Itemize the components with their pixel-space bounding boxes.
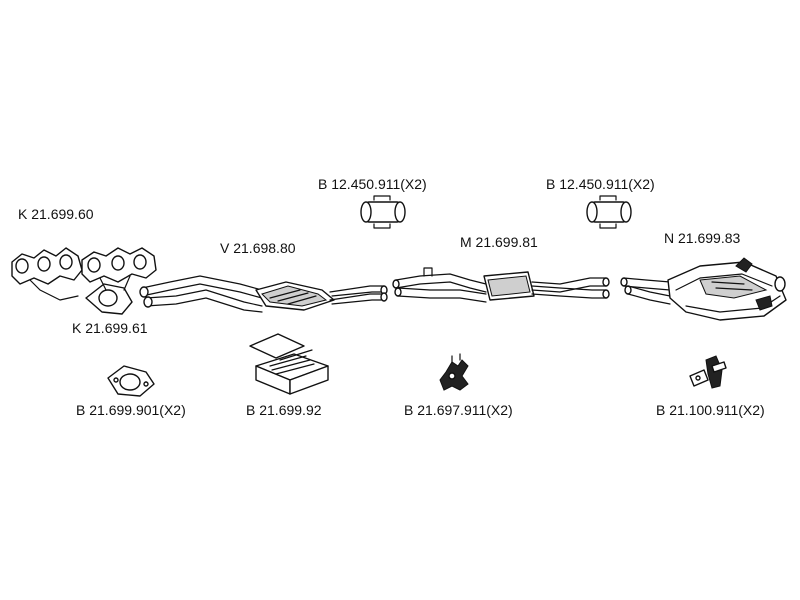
label-front-pipe: V 21.698.80 xyxy=(220,240,296,256)
label-bracket: B 21.100.911(X2) xyxy=(656,402,765,418)
front-pipe-drawing xyxy=(139,275,388,313)
exhaust-manifold-rear-drawing xyxy=(81,247,157,291)
label-middle-silencer: M 21.699.81 xyxy=(460,234,538,250)
bracket-drawing xyxy=(689,355,727,389)
label-rear-silencer: N 21.699.83 xyxy=(664,230,741,246)
label-exhaust-manifold-front: K 21.699.60 xyxy=(18,206,94,222)
label-gasket: B 21.699.901(X2) xyxy=(76,402,186,418)
clamp-right-drawing xyxy=(586,195,632,229)
label-clamp-left: B 12.450.911(X2) xyxy=(318,176,427,192)
rubber-mount-drawing xyxy=(439,353,469,391)
label-mounting-kit: B 21.699.92 xyxy=(246,402,322,418)
label-clamp-right: B 12.450.911(X2) xyxy=(546,176,655,192)
gasket-drawing xyxy=(107,365,155,397)
exhaust-manifold-pair-drawing xyxy=(11,247,157,315)
rear-silencer-drawing xyxy=(620,257,787,321)
middle-silencer-drawing xyxy=(392,267,610,303)
label-exhaust-manifold-rear: K 21.699.61 xyxy=(72,320,148,336)
exhaust-manifold-front-drawing xyxy=(11,247,133,315)
mounting-kit-box-drawing xyxy=(249,333,329,395)
clamp-left-drawing xyxy=(360,195,406,229)
label-rubber-mount: B 21.697.911(X2) xyxy=(404,402,513,418)
